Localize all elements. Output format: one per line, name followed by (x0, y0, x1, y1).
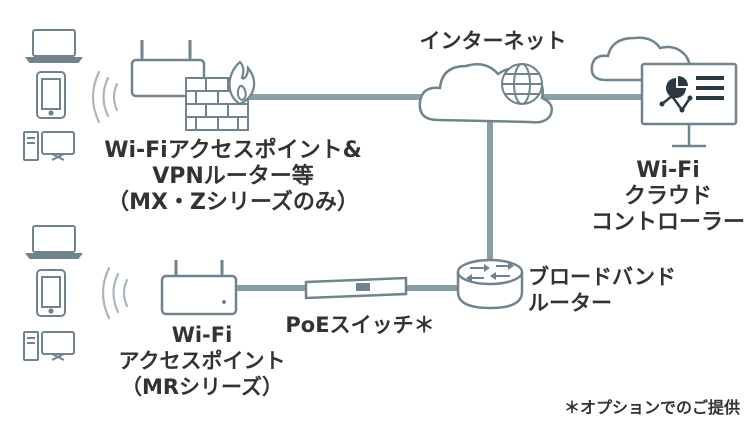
flame-icon (228, 60, 256, 106)
wifi-signal-icon (101, 266, 129, 320)
wifi-signal-icon (91, 70, 119, 124)
cloud-controller-label: Wi-Fi クラウド コントローラー (590, 158, 745, 235)
broadband-router-icon (456, 258, 524, 310)
poe-switch-label: PoEスイッチ＊ (285, 313, 435, 337)
desktop-pc-icon (23, 331, 75, 361)
footnote-label: ＊オプションでのご提供 (563, 398, 740, 417)
connection-lines (233, 94, 645, 291)
smartphone-icon (36, 71, 66, 119)
laptop-icon (25, 29, 83, 63)
smartphone-icon (36, 269, 66, 317)
broadband-router-label: ブロードバンド ルーター (528, 265, 677, 315)
laptop-icon (25, 225, 83, 259)
poe-switch-icon (304, 276, 408, 300)
globe-icon (501, 63, 543, 105)
firewall-icon (185, 77, 249, 131)
client-devices-top (23, 29, 83, 161)
internet-label: インターネット (419, 29, 567, 53)
client-devices-bottom (23, 225, 83, 361)
cloud-controller-icon (590, 36, 738, 148)
vpn-ap-label: Wi-Fiアクセスポイント& VPNルーター等 （MX・Zシリーズのみ） (104, 138, 362, 215)
desktop-pc-icon (23, 131, 75, 161)
access-point-icon (160, 260, 238, 316)
wifi-ap-label: Wi-Fi アクセスポイント （MRシリーズ） (118, 323, 286, 399)
